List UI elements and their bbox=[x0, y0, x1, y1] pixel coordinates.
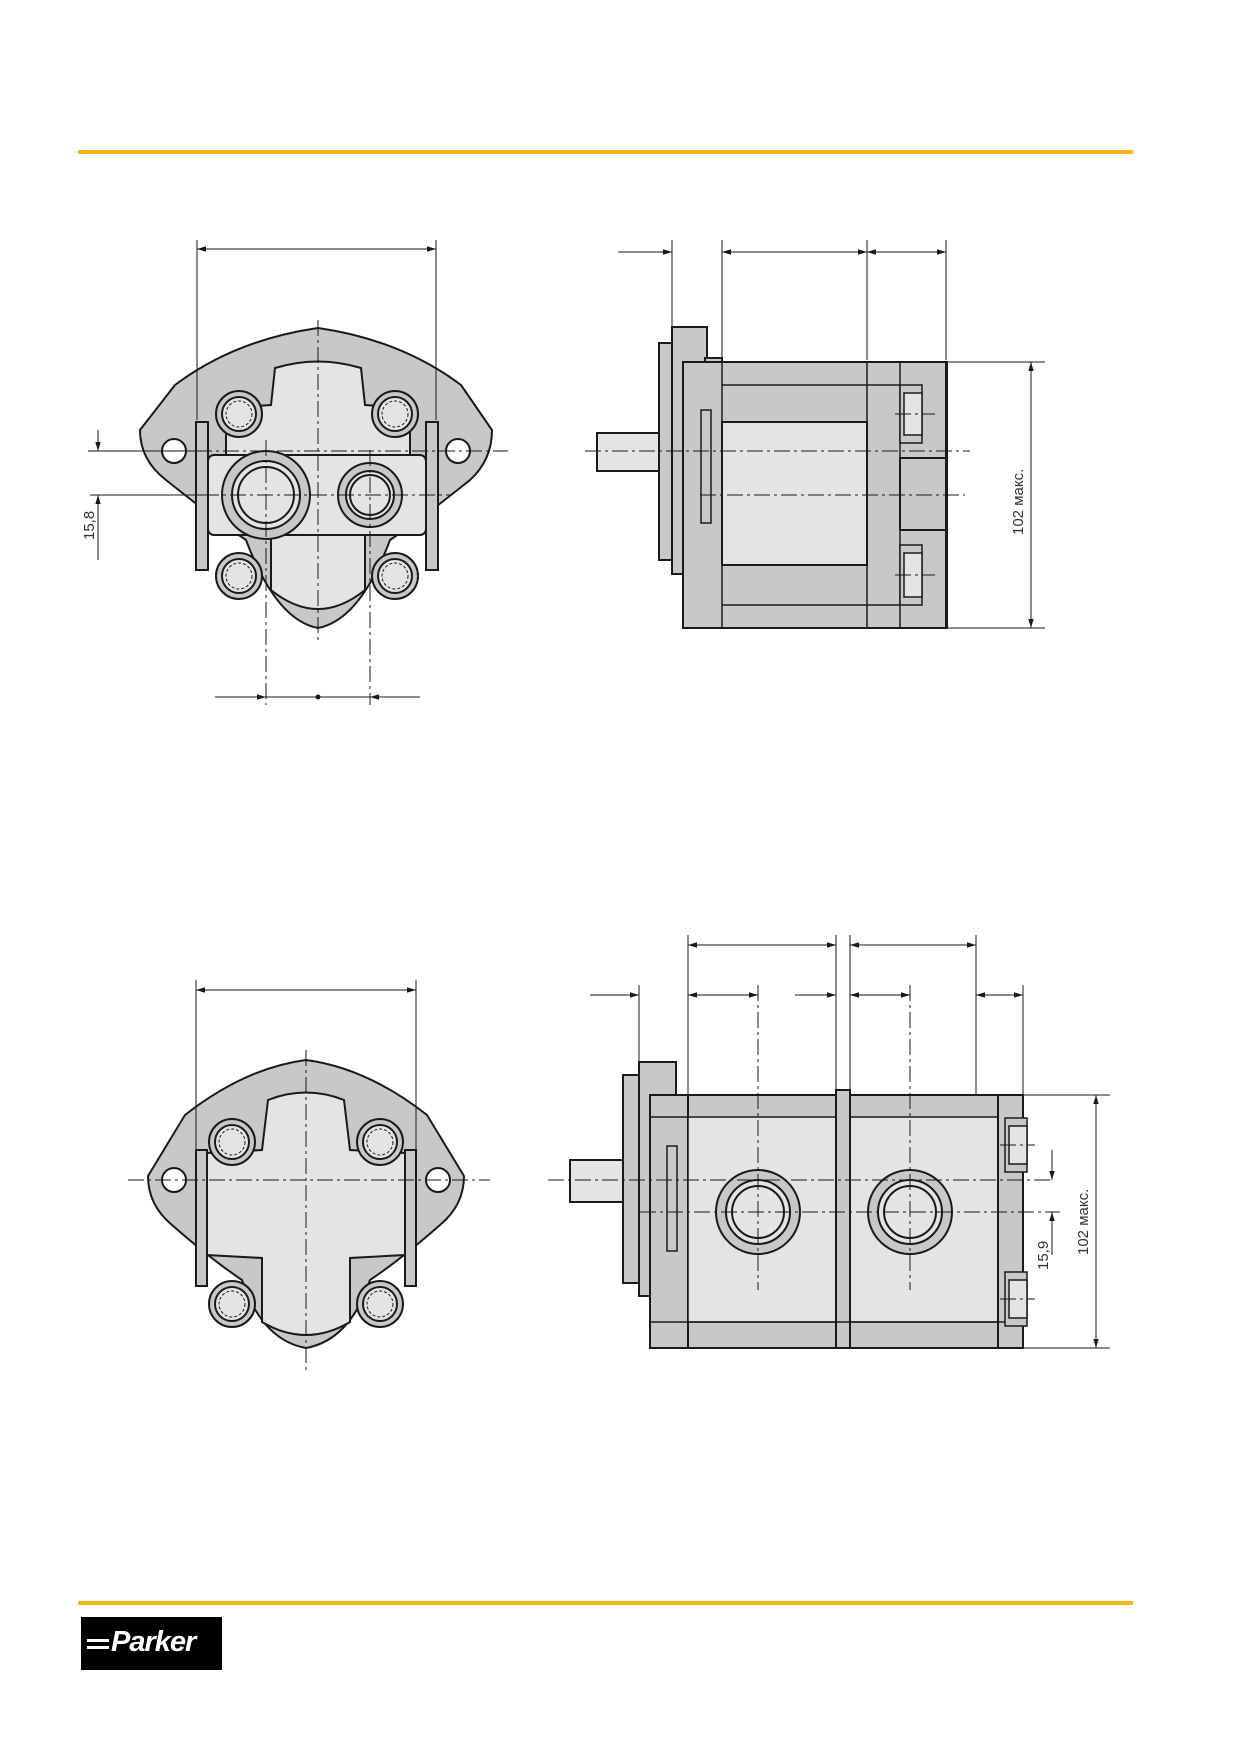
logo-text: Parker bbox=[111, 1626, 196, 1658]
parker-logo: Parker bbox=[81, 1617, 222, 1670]
dim-offset-label: 15,9 bbox=[1035, 1241, 1052, 1270]
logo-stripe bbox=[87, 1646, 109, 1649]
side-view-double: 15,9 102 макс. bbox=[548, 935, 1110, 1349]
footer-rule bbox=[78, 1601, 1133, 1605]
header-rule bbox=[78, 150, 1133, 154]
side-view-single: 102 макс. bbox=[585, 240, 1045, 629]
front-view-double bbox=[128, 980, 490, 1370]
dim-height-label: 102 макс. bbox=[1010, 469, 1027, 535]
logo-stripe bbox=[87, 1639, 109, 1642]
dim-height-label: 102 макс. bbox=[1075, 1189, 1092, 1255]
dim-offset-label: 15,8 bbox=[81, 511, 98, 540]
front-view-single: 15,8 bbox=[81, 240, 508, 705]
